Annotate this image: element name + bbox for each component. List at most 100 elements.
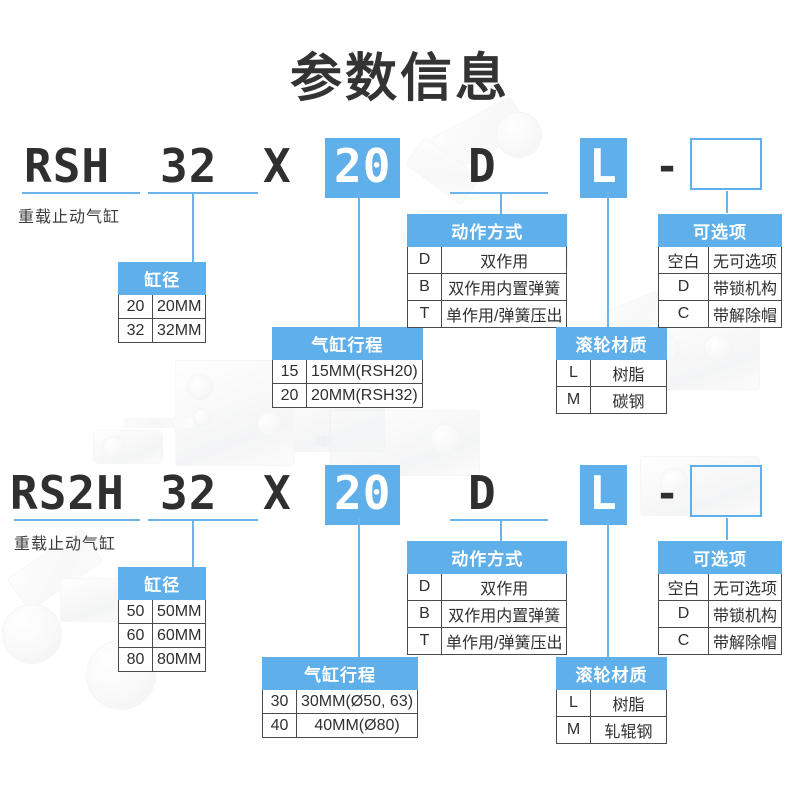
cell-desc: 30MM(Ø50, 63) (295, 689, 419, 714)
table-row: 20 20MM (118, 294, 207, 319)
cell-desc: 60MM (151, 623, 207, 648)
cell-code: C (658, 300, 709, 328)
table-row: M 碳钢 (556, 386, 667, 414)
underline-series-rs2h (14, 519, 140, 521)
table-header: 气缸行程 (272, 327, 423, 360)
table-header: 缸径 (117, 567, 207, 600)
cell-code: D (658, 600, 709, 628)
cell-desc: 双作用内置弹簧 (440, 600, 568, 628)
cell-code: 60 (118, 623, 153, 648)
code-roller-rsh: L (580, 138, 627, 198)
table-row: L 树脂 (556, 689, 667, 717)
table-header: 可选项 (657, 214, 783, 247)
connector-roller-rsh (607, 191, 609, 327)
cell-desc: 50MM (151, 599, 207, 624)
cell-code: L (556, 689, 591, 717)
table-bore-rsh: 缸径 20 20MM 32 32MM (117, 262, 207, 343)
table-row: 空白 无可选项 (658, 246, 783, 274)
table-row: 20 20MM(RSH32) (272, 383, 423, 408)
table-stroke-rs2h: 气缸行程 30 30MM(Ø50, 63) 40 40MM(Ø80) (261, 657, 419, 738)
connector-option-rsh (726, 191, 728, 213)
cell-code: B (407, 273, 442, 301)
caption-rs2h: 重载止动气缸 (14, 536, 117, 553)
table-action-rs2h: 动作方式 D 双作用 B 双作用内置弹簧 T 单作用/弹簧压出 (406, 541, 568, 655)
cell-code: 20 (272, 383, 307, 408)
connector-bore-rs2h (192, 519, 194, 567)
table-bore-rs2h: 缸径 50 50MM 60 60MM 80 80MM (117, 567, 207, 672)
connector-stroke-rsh (358, 191, 360, 327)
cell-desc: 15MM(RSH20) (306, 359, 423, 384)
table-row: B 双作用内置弹簧 (407, 600, 568, 628)
table-row: T 单作用/弹簧压出 (407, 300, 568, 328)
cell-code: L (556, 359, 591, 387)
code-stroke-rsh: 20 (325, 138, 401, 198)
cell-code: D (407, 573, 442, 601)
cell-desc: 双作用 (440, 573, 568, 601)
table-option-rsh: 可选项 空白 无可选项 D 带锁机构 C 带解除帽 (657, 214, 783, 328)
underline-action-rsh (450, 192, 548, 194)
cell-desc: 带锁机构 (707, 273, 783, 301)
code-action-rsh: D (468, 139, 497, 193)
table-row: 15 15MM(RSH20) (272, 359, 423, 384)
cell-code: D (407, 246, 442, 274)
code-stroke-rs2h: 20 (325, 465, 401, 525)
cell-code: B (407, 600, 442, 628)
code-option-box-rsh (690, 138, 762, 190)
table-header: 可选项 (657, 541, 783, 574)
cell-code: C (658, 627, 709, 655)
cell-desc: 碳钢 (590, 386, 667, 414)
code-x-separator-rsh: X (263, 139, 292, 193)
cell-code: 30 (262, 689, 297, 714)
code-roller-rs2h: L (580, 465, 627, 525)
code-bore-rs2h: 32 (160, 466, 218, 520)
cell-desc: 带锁机构 (707, 600, 783, 628)
table-row: B 双作用内置弹簧 (407, 273, 568, 301)
code-option-box-rs2h (690, 465, 762, 517)
underline-bore-rsh (148, 192, 258, 194)
underline-action-rs2h (450, 519, 548, 521)
code-dash-rs2h: - (655, 471, 681, 517)
underline-series-rsh (22, 192, 140, 194)
table-action-rsh: 动作方式 D 双作用 B 双作用内置弹簧 T 单作用/弹簧压出 (406, 214, 568, 328)
underline-bore-rs2h (148, 519, 258, 521)
code-x-separator-rs2h: X (263, 466, 292, 520)
cell-desc: 轧辊钢 (590, 716, 667, 744)
cell-code: T (407, 300, 442, 328)
cell-code: 40 (262, 713, 297, 738)
table-row: 60 60MM (118, 623, 207, 648)
code-action-rs2h: D (468, 466, 497, 520)
connector-action-rs2h (500, 519, 502, 541)
table-row: D 带锁机构 (658, 273, 783, 301)
table-row: 空白 无可选项 (658, 573, 783, 601)
cell-code: D (658, 273, 709, 301)
cell-desc: 无可选项 (707, 573, 783, 601)
table-row: C 带解除帽 (658, 627, 783, 655)
cell-code: M (556, 716, 591, 744)
table-row: D 双作用 (407, 246, 568, 274)
cell-desc: 40MM(Ø80) (295, 713, 419, 738)
cell-code: 空白 (658, 246, 709, 274)
cell-code: 80 (118, 647, 153, 672)
code-dash-rsh: - (655, 144, 681, 190)
table-row: L 树脂 (556, 359, 667, 387)
code-series-rsh: RSH (24, 139, 111, 193)
table-header: 动作方式 (406, 214, 568, 247)
cell-code: 50 (118, 599, 153, 624)
table-header: 滚轮材质 (556, 657, 667, 690)
cell-desc: 带解除帽 (707, 627, 783, 655)
connector-option-rs2h (726, 518, 728, 540)
table-roller-rsh: 滚轮材质 L 树脂 M 碳钢 (556, 327, 667, 414)
cell-desc: 双作用内置弹簧 (440, 273, 568, 301)
connector-bore-rsh (192, 192, 194, 262)
cell-code: 空白 (658, 573, 709, 601)
cell-desc: 双作用 (440, 246, 568, 274)
page-title: 参数信息 (289, 49, 510, 109)
cell-code: M (556, 386, 591, 414)
cell-desc: 树脂 (590, 689, 667, 717)
cell-desc: 20MM(RSH32) (306, 383, 423, 408)
cell-code: 20 (118, 294, 153, 319)
cell-desc: 20MM (151, 294, 207, 319)
cell-desc: 树脂 (590, 359, 667, 387)
cell-desc: 带解除帽 (707, 300, 783, 328)
table-stroke-rsh: 气缸行程 15 15MM(RSH20) 20 20MM(RSH32) (272, 327, 423, 408)
